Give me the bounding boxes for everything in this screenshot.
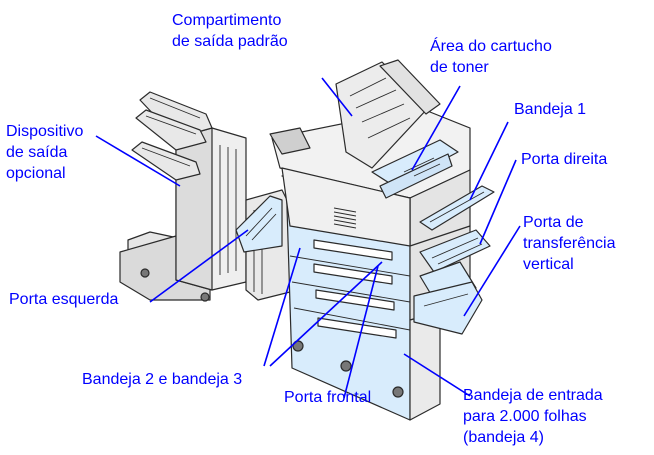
toner-cartridge-area bbox=[371, 139, 459, 199]
label-front-door: Porta frontal bbox=[284, 389, 372, 406]
label-left-door: Porta esquerda bbox=[9, 291, 119, 308]
label-tray-2-and-3: Bandeja 2 e bandeja 3 bbox=[82, 371, 243, 388]
callout-line-tray-2 bbox=[263, 247, 301, 367]
callout-line-standard-output-bin bbox=[321, 77, 353, 117]
callout-line-right-door bbox=[479, 159, 517, 245]
callout-line-tray-3 bbox=[269, 261, 383, 367]
vertical-transfer-door bbox=[413, 281, 483, 335]
label-standard-output-bin: Compartimento de saída padrão bbox=[172, 12, 288, 50]
callout-line-left-door bbox=[149, 229, 249, 303]
label-input-tray-2000: Bandeja de entrada para 2.000 folhas (ba… bbox=[463, 387, 603, 446]
callout-line-tray-1 bbox=[469, 121, 509, 201]
callout-lines bbox=[95, 77, 521, 399]
label-right-door: Porta direita bbox=[521, 151, 608, 168]
label-optional-output-device: Dispositivo de saída opcional bbox=[6, 123, 84, 182]
callout-line-optional-output-device bbox=[95, 135, 181, 187]
left-door bbox=[235, 195, 283, 253]
standard-output-bin bbox=[335, 59, 441, 169]
label-vertical-transfer-door: Porta de transferência vertical bbox=[523, 214, 616, 273]
callout-line-input-tray-2000 bbox=[403, 353, 471, 397]
callout-line-front-door bbox=[343, 265, 379, 399]
optional-output-device bbox=[119, 91, 291, 302]
label-toner-cartridge-area: Área do cartucho de toner bbox=[430, 38, 552, 76]
callout-line-toner-cartridge-area bbox=[411, 85, 461, 171]
label-tray-1: Bandeja 1 bbox=[514, 101, 587, 118]
tray-1 bbox=[419, 185, 495, 231]
callout-line-vertical-transfer-door bbox=[463, 225, 521, 317]
